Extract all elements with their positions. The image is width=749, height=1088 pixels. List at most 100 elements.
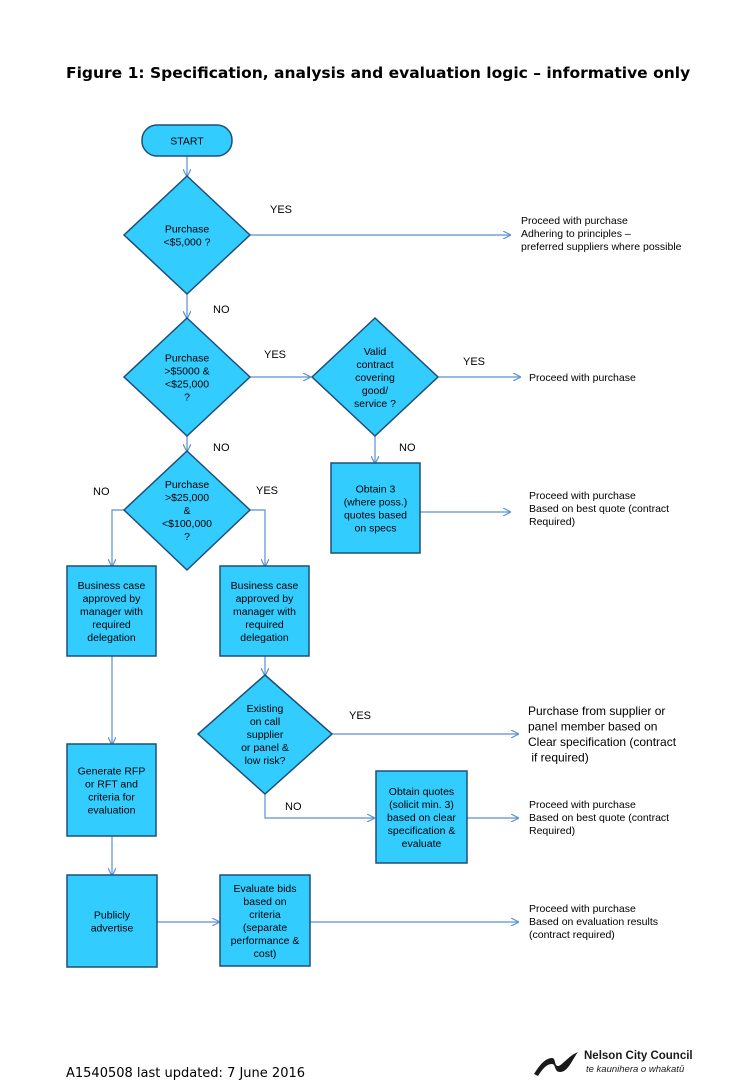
- outcome-line: if required): [528, 751, 589, 765]
- figure-title: Figure 1: Specification, analysis and ev…: [66, 64, 691, 82]
- outcome-line: Proceed with purchase: [529, 372, 636, 384]
- node-label-line: evaluate: [402, 838, 442, 850]
- node-label-line: manager with: [80, 606, 143, 618]
- node-label-line: low risk?: [245, 755, 286, 767]
- node-label-line: Business case: [231, 580, 299, 592]
- node-decision-5000-25000: Purchase>$5000 &<$25,000?: [122, 316, 252, 438]
- decision-25000-100000-label: Purchase>$25,000&<$100,000?: [162, 479, 212, 543]
- node-label-line: or RFT and: [85, 779, 138, 791]
- node-label-line: criteria: [249, 909, 281, 921]
- edge-label-yes-under-5000: YES: [270, 204, 292, 216]
- process-box: [66, 874, 158, 968]
- outcome-line: Required): [529, 516, 575, 528]
- node-label-line: &: [183, 505, 190, 517]
- node-label-line: cost): [254, 948, 277, 960]
- outcome-line: Based on best quote (contract: [529, 503, 669, 515]
- node-label-line: performance &: [231, 935, 300, 947]
- node-label-line: Evaluate bids: [233, 883, 296, 895]
- outcome-line: Proceed with purchase: [529, 490, 636, 502]
- decision-under-5000-label: Purchase<$5,000 ?: [163, 224, 210, 249]
- council-logo-subtitle: te kaunihera o whakatū: [586, 1064, 685, 1075]
- node-label-line: supplier: [247, 729, 284, 741]
- node-label-line: Existing: [247, 703, 284, 715]
- node-label-line: on specs: [354, 523, 396, 535]
- node-label-line: specification &: [388, 825, 456, 837]
- node-label-line: advertise: [91, 923, 134, 935]
- edge-label-no-valid: NO: [399, 442, 416, 454]
- council-logo: Nelson City Council te kaunihera o whaka…: [532, 1050, 693, 1080]
- edge-d100000-yes: [250, 509, 265, 566]
- node-label-line: delegation: [240, 632, 289, 644]
- decision-5000-25000-label: Purchase>$5000 &<$25,000?: [164, 353, 209, 404]
- outcome-line: Purchase from supplier or: [528, 704, 665, 718]
- node-label-line: Business case: [78, 580, 146, 592]
- node-label-line: <$25,000: [165, 379, 209, 391]
- decision-diamond: [196, 674, 334, 796]
- node-label-line: approved by: [236, 593, 295, 605]
- node-label-line: delegation: [87, 632, 136, 644]
- edge-label-yes-25000-100000: YES: [256, 485, 278, 497]
- edge-label-yes-existing: YES: [349, 710, 371, 722]
- edges: [112, 156, 520, 922]
- outcome-valid-contract: Proceed with purchase: [529, 372, 636, 384]
- obtain-quotes-min3-label: Obtain quotes(solicit min. 3)based on cl…: [387, 786, 456, 850]
- outcome-line: (contract required): [529, 929, 615, 941]
- node-label-line: evaluation: [88, 805, 136, 817]
- node-label-line: service ?: [354, 398, 396, 410]
- edge-label-no-5000-25000: NO: [213, 442, 230, 454]
- outcome-line: Required): [529, 825, 575, 837]
- node-label-line: Obtain 3: [356, 484, 396, 496]
- edge-d100000-no: [112, 509, 124, 566]
- edge-label-no-25000-100000: NO: [93, 486, 110, 498]
- node-decision-25000-100000: Purchase>$25,000&<$100,000?: [122, 449, 252, 572]
- outcome-line: Clear specification (contract: [528, 735, 677, 749]
- decision-diamond: [122, 316, 252, 438]
- node-label-line: based on clear: [387, 812, 456, 824]
- node-decision-under-5000: Purchase<$5,000 ?: [122, 174, 252, 296]
- node-label-line: quotes based: [344, 510, 407, 522]
- node-label-line: covering: [355, 372, 395, 384]
- node-label-line: >$25,000: [165, 492, 209, 504]
- council-logo-mark-icon: [534, 1052, 578, 1076]
- node-label-line: required: [245, 619, 284, 631]
- process-box: [375, 770, 468, 864]
- outcome-line: Adhering to principles –: [521, 228, 631, 240]
- outcome-line: Proceed with purchase: [529, 799, 636, 811]
- decision-diamond: [122, 174, 252, 296]
- decision-diamond: [310, 316, 440, 438]
- node-label-line: Purchase: [165, 479, 210, 491]
- node-label-line: required: [92, 619, 131, 631]
- process-box: [66, 565, 157, 657]
- node-label-line: Obtain quotes: [389, 786, 454, 798]
- edge-label-no-existing: NO: [285, 801, 302, 813]
- council-logo-name: Nelson City Council: [584, 1050, 693, 1062]
- start-terminal: [141, 124, 233, 157]
- decision-diamond: [122, 449, 252, 572]
- outcome-line: panel member based on: [528, 720, 657, 734]
- node-label-line: (solicit min. 3): [389, 799, 454, 811]
- edge-existing-no: [264, 794, 374, 818]
- node-label-line: START: [170, 136, 204, 148]
- outcome-line: Proceed with purchase: [529, 903, 636, 915]
- node-label-line: (separate: [243, 922, 288, 934]
- process-box: [66, 743, 157, 837]
- node-label-line: on call: [250, 716, 280, 728]
- node-label-line: Purchase: [165, 224, 210, 236]
- node-obtain-quotes-min3: Obtain quotes(solicit min. 3)based on cl…: [375, 770, 468, 864]
- node-label-line: good/: [362, 385, 388, 397]
- node-label-line: Generate RFP: [78, 766, 146, 778]
